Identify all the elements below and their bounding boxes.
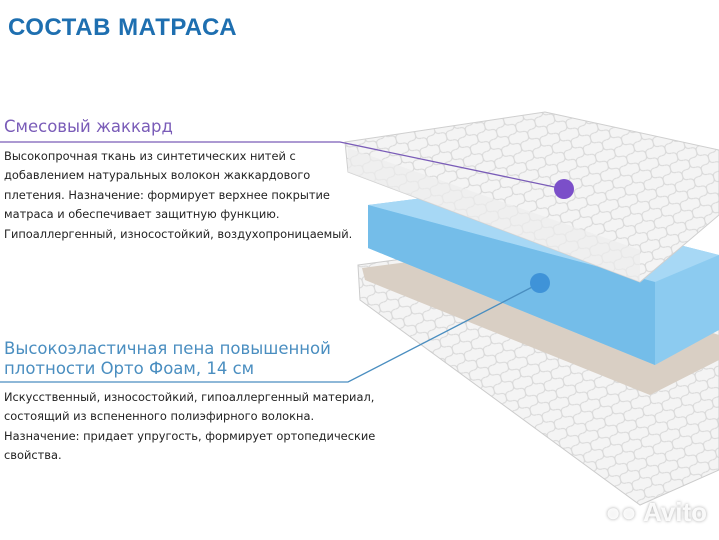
description-line: свойства. xyxy=(4,448,62,463)
description-line: состоящий из вспененного полиэфирного во… xyxy=(4,409,315,424)
jacquard-label: Смесовый жаккард xyxy=(4,117,173,136)
watermark-text: Avito xyxy=(642,497,707,527)
description-line: добавлением натуральных волокон жаккардо… xyxy=(4,168,311,183)
jacquard-description: Высокопрочная ткань из синтетических нит… xyxy=(4,147,352,244)
foam-leader-line xyxy=(0,282,541,383)
foam-label-line: Высокоэластичная пена повышенной xyxy=(4,339,331,358)
foam-label: Высокоэластичная пена повышенной плотнос… xyxy=(4,339,331,379)
jacquard-marker-dot xyxy=(554,179,574,199)
foam-marker-dot xyxy=(530,273,550,293)
page-title: СОСТАВ МАТРАСА xyxy=(8,14,238,41)
description-line: плетения. Назначение: формирует верхнее … xyxy=(4,187,330,202)
description-line: Высокопрочная ткань из синтетических нит… xyxy=(4,149,296,163)
foam-label-line: плотности Орто Фоам, 14 см xyxy=(4,359,255,378)
description-line: Гипоаллергенный, износостойкий, воздухоп… xyxy=(4,226,353,241)
foam-description: Искусственный, износостойкий, гипоаллерг… xyxy=(4,388,375,466)
avito-watermark: ●● Avito xyxy=(605,497,707,528)
description-line: матраса и обеспечивает защитную функцию. xyxy=(4,207,280,222)
avito-logo-icon: ●● xyxy=(605,497,637,527)
top-cover-layer xyxy=(344,111,719,283)
jacquard-leader-line xyxy=(0,141,565,190)
description-line: Назначение: придает упругость, формирует… xyxy=(4,428,376,443)
description-line: Искусственный, износостойкий, гипоаллерг… xyxy=(4,390,375,404)
